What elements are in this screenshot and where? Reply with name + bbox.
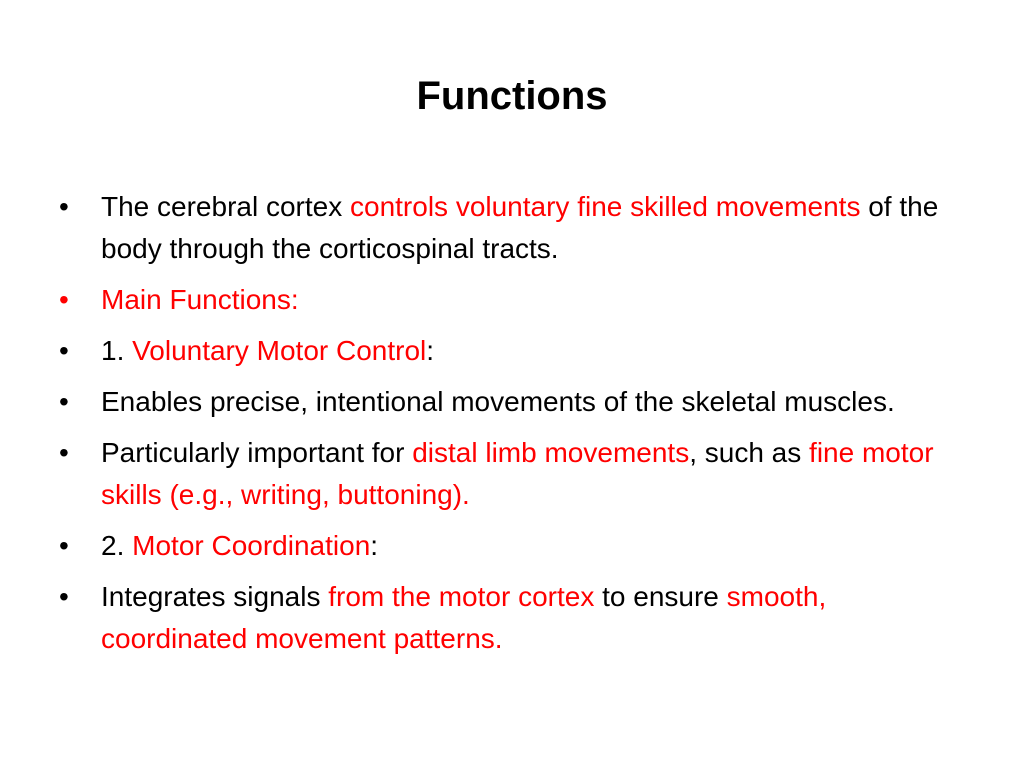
highlighted-text: Voluntary Motor Control xyxy=(132,335,427,366)
bullet-item: • Integrates signals from the motor corte… xyxy=(55,576,975,660)
body-text: Particularly important for xyxy=(101,437,413,468)
body-text: 2. xyxy=(101,530,133,561)
bullet-item: • 2. Motor Coordination: xyxy=(55,525,975,567)
body-text: Enables precise, intentional movements o… xyxy=(101,386,895,417)
body-text: Integrates signals xyxy=(101,581,329,612)
highlighted-text: Motor Coordination xyxy=(132,530,371,561)
highlighted-text: from the motor cortex xyxy=(328,581,595,612)
bullet-dot-icon: • xyxy=(59,284,69,315)
body-text: : xyxy=(370,530,379,561)
bullet-dot-icon: • xyxy=(59,530,69,561)
bullet-item: • 1. Voluntary Motor Control: xyxy=(55,330,975,372)
body-text: 1. xyxy=(101,335,133,366)
bullet-item: • Main Functions: xyxy=(55,279,975,321)
body-text: , such as xyxy=(689,437,810,468)
bullet-item: • Particularly important for distal limb … xyxy=(55,432,975,516)
bullet-item: • The cerebral cortex controls voluntary … xyxy=(55,186,975,270)
highlighted-text: smooth, coordinated movement patterns. xyxy=(101,581,827,654)
highlighted-text: fine motor skills (e.g., writing, button… xyxy=(101,437,934,510)
body-text: : xyxy=(426,335,435,366)
highlighted-text: Main Functions: xyxy=(101,284,299,315)
body-text: The cerebral cortex xyxy=(101,191,350,222)
bullet-list: • The cerebral cortex controls voluntary … xyxy=(55,186,975,669)
slide-title: Functions xyxy=(416,74,608,118)
bullet-dot-icon: • xyxy=(59,386,69,417)
bullet-dot-icon: • xyxy=(59,581,69,612)
body-text: of the body through the corticospinal tr… xyxy=(101,191,939,264)
bullet-dot-icon: • xyxy=(59,335,69,366)
bullet-dot-icon: • xyxy=(59,191,69,222)
bullet-dot-icon: • xyxy=(59,437,69,468)
bullet-item: • Enables precise, intentional movements … xyxy=(55,381,975,423)
highlighted-text: controls voluntary fine skilled movement… xyxy=(350,191,861,222)
body-text: to ensure xyxy=(594,581,727,612)
highlighted-text: distal limb movements xyxy=(412,437,690,468)
